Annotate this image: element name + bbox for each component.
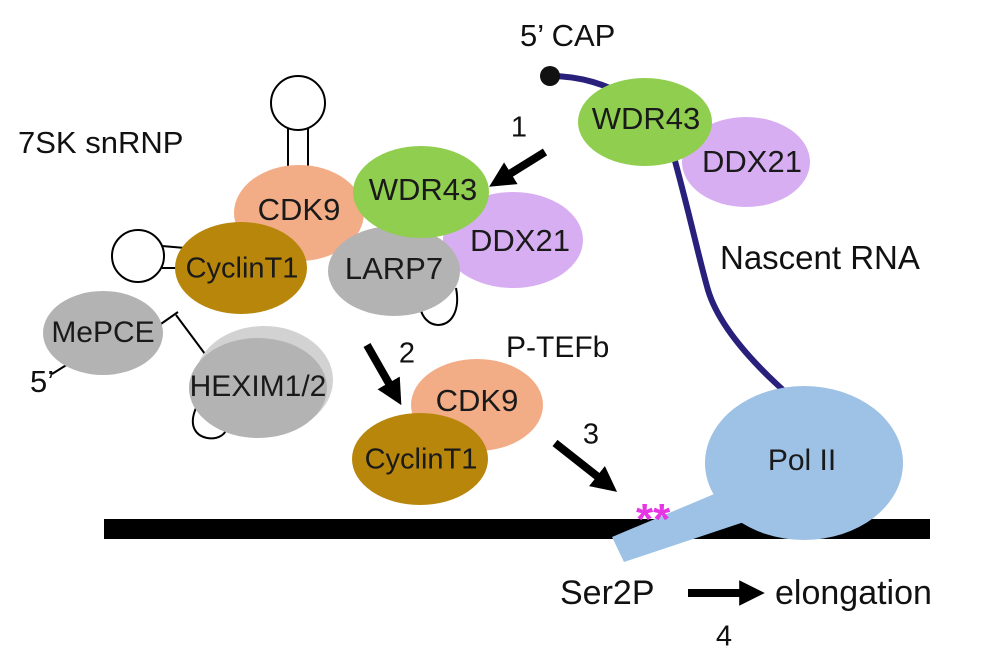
- nascent-rna-label: Nascent RNA: [720, 239, 920, 276]
- pol2-complex: [612, 386, 903, 562]
- ddx21-snrnp-label: DDX21: [470, 223, 570, 258]
- mepce-label: MePCE: [51, 316, 154, 349]
- arrow-step-3: [552, 439, 618, 492]
- five-prime-cap-dot: [540, 66, 560, 86]
- snrna-stem-loops: [51, 75, 459, 440]
- wdr43-rna-bound: [578, 78, 712, 166]
- step-2-label: 2: [399, 338, 415, 370]
- larp7-label: LARP7: [345, 251, 443, 286]
- arrow-step-2: [363, 343, 402, 406]
- ser2p-label: Ser2P: [560, 574, 655, 612]
- wdr43-rna-label: WDR43: [592, 101, 701, 136]
- complex-7sk-label: 7SK snRNP: [18, 125, 183, 160]
- cyclint1-free: [352, 413, 488, 505]
- larp7-protein: [328, 226, 460, 316]
- cyclint1-free-label: CyclinT1: [365, 444, 478, 476]
- step-4-label: 4: [716, 621, 732, 653]
- wdr43-snrnp: [353, 146, 489, 238]
- arrow-step-1: [489, 148, 548, 187]
- cyclint1-snrnp-label: CyclinT1: [186, 253, 299, 285]
- mepce-protein: [43, 291, 163, 375]
- pol2-label: Pol II: [768, 444, 836, 477]
- cdk9-snrnp-label: CDK9: [258, 192, 341, 227]
- cdk9-free-label: CDK9: [436, 383, 519, 418]
- hexim-label: HEXIM1/2: [190, 370, 327, 403]
- cyclint1-snrnp: [175, 222, 307, 314]
- step-3-label: 3: [583, 419, 599, 451]
- ddx21-rna-label: DDX21: [702, 144, 802, 179]
- elongation-label: elongation: [775, 574, 932, 612]
- five-prime-label: 5’: [30, 364, 54, 399]
- hexim-protein: [189, 338, 327, 438]
- wdr43-snrnp-label: WDR43: [369, 172, 478, 207]
- ddx21-rna-bound: [682, 117, 810, 207]
- step-1-label: 1: [511, 112, 527, 144]
- p-tefb-label: P-TEFb: [506, 331, 609, 364]
- phospho-marks: **: [636, 495, 671, 544]
- five-prime-cap-label: 5’ CAP: [520, 18, 615, 53]
